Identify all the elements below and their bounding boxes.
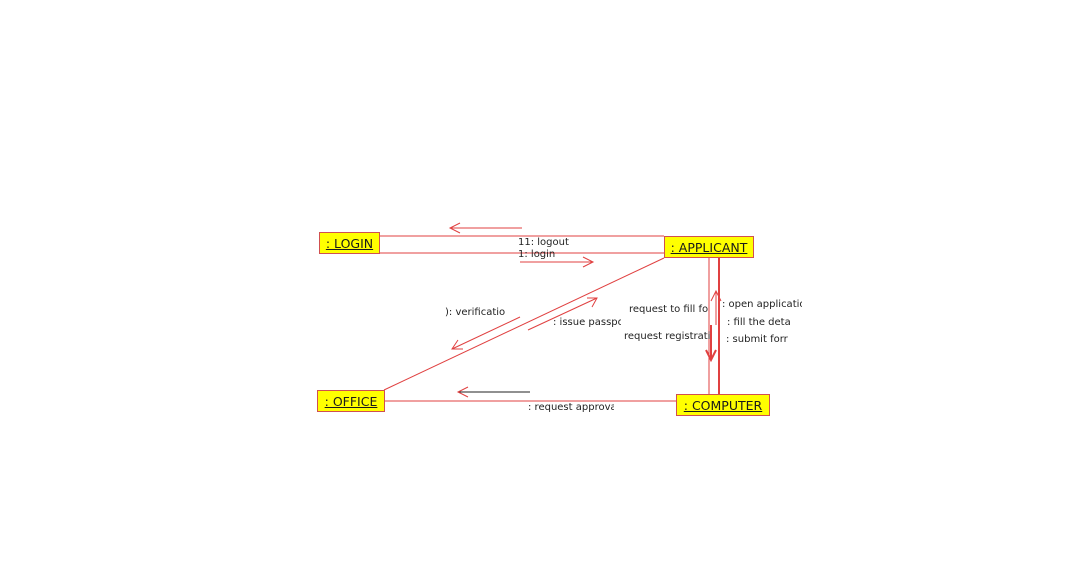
label-login: 1: login xyxy=(518,249,556,260)
object-computer[interactable]: : COMPUTER xyxy=(676,394,770,416)
arrow-issue-passport xyxy=(527,297,598,331)
label-issue-passport: : issue passpo xyxy=(553,317,621,328)
label-verification: ): verificatior xyxy=(445,307,505,318)
object-login[interactable]: : LOGIN xyxy=(319,232,380,254)
label-request-registration: request registratic xyxy=(624,331,710,342)
label-open-application: : open applicatio xyxy=(722,299,802,310)
arrow-request-approval xyxy=(456,386,530,398)
arrow-request-to-computer xyxy=(705,325,717,363)
label-fill-details: : fill the detai xyxy=(727,317,791,328)
link-applicant-office xyxy=(383,257,665,391)
arrow-computer-to-applicant xyxy=(710,289,722,325)
arrow-login xyxy=(520,256,595,268)
arrow-logout xyxy=(448,222,522,234)
label-submit-form: : submit forr xyxy=(726,334,788,345)
label-request-approval: : request approva xyxy=(528,402,614,413)
label-logout: 11: logout xyxy=(518,237,569,248)
label-request-fill-form: request to fill for xyxy=(629,304,709,315)
arrow-verification xyxy=(451,316,521,350)
object-applicant[interactable]: : APPLICANT xyxy=(664,236,754,258)
object-office[interactable]: : OFFICE xyxy=(317,390,385,412)
